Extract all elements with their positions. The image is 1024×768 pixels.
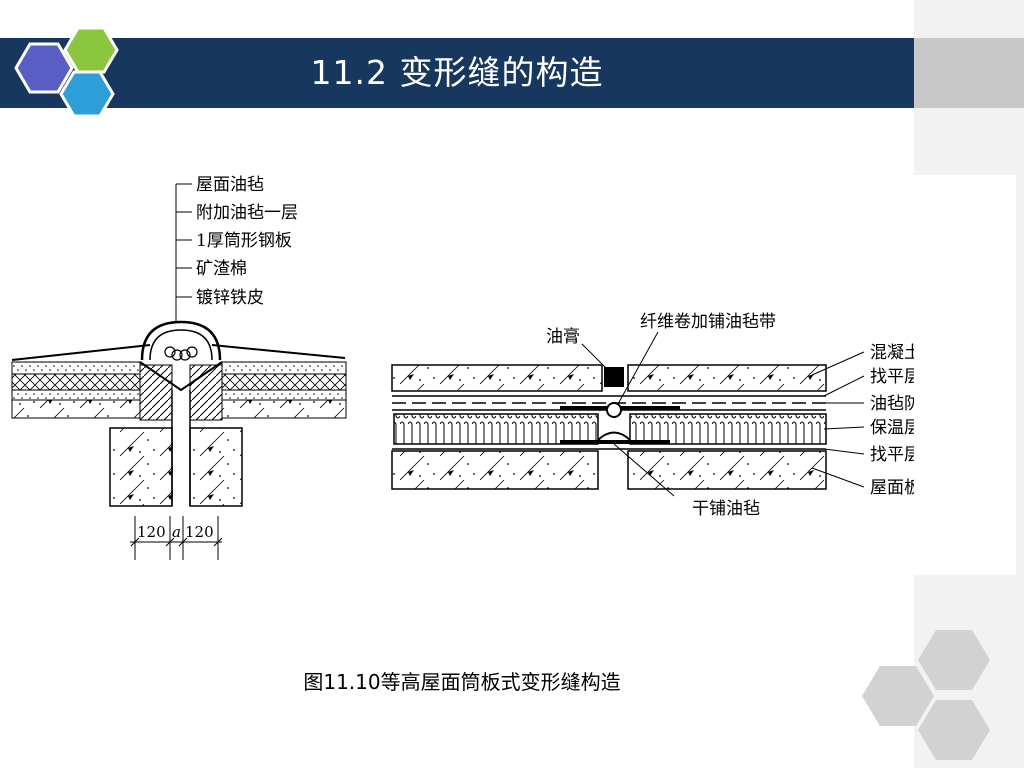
left-roof-surface: [11, 344, 346, 361]
label-concrete-topping: 混凝土面层: [870, 343, 914, 363]
dim-120-right: 120: [185, 523, 214, 541]
hex-grey-3: [918, 700, 990, 760]
hex-grey-1: [918, 630, 990, 690]
title-bar-accent: [914, 38, 1024, 108]
decor-hexagons: [862, 630, 990, 760]
right-roof-slab: [391, 450, 599, 490]
hex-blue: [59, 70, 115, 118]
logo-hexagons: [14, 26, 119, 118]
label-screed: 找平层: [870, 367, 914, 387]
label-galvanized-sheet: 镀锌铁皮: [196, 288, 264, 308]
left-cover-arc: [140, 320, 222, 361]
left-roof-slab: [11, 399, 141, 419]
right-diagram: 油膏 纤维卷加铺油毡带 干铺油毡 混凝土面层 找平层 油毡防水层 保温层 找平层…: [391, 312, 914, 519]
left-wall-right: [189, 427, 243, 507]
left-insulation-layer: [11, 373, 141, 391]
label-insulation: 保温层: [870, 418, 914, 438]
label-roof-slab: 屋面板: [870, 478, 914, 498]
title-bar: [0, 38, 914, 108]
hex-green: [63, 26, 119, 74]
dim-a: a: [172, 523, 181, 541]
label-extra-felt: 附加油毡一层: [196, 203, 298, 223]
expansion-joint-diagrams: 屋面油毡 附加油毡一层 1厚筒形钢板 矿渣棉 镀锌铁皮 120 a 120: [11, 175, 914, 560]
right-insulation: [393, 413, 599, 445]
label-screed-vapor-barrier: 找平层及隔汽层: [870, 445, 914, 465]
label-mastic: 油膏: [546, 326, 580, 347]
left-slag-wool: [164, 346, 198, 361]
right-mastic: [604, 367, 624, 387]
label-steel-plate: 1厚筒形钢板: [196, 231, 292, 251]
slide-title: 11.2 变形缝的构造: [310, 53, 604, 92]
left-diagram: 屋面油毡 附加油毡一层 1厚筒形钢板 矿渣棉 镀锌铁皮 120 a 120: [11, 175, 347, 560]
right-fiber-roll: [606, 402, 622, 418]
label-dry-felt: 干铺油毡: [692, 499, 760, 519]
label-fiber-felt-strip: 纤维卷加铺油毡带: [640, 312, 776, 332]
left-screed-layer: [11, 389, 141, 401]
right-concrete-topping: [391, 364, 603, 392]
figure-caption: 图11.10等高屋面筒板式变形缝构造: [303, 670, 621, 694]
hex-purple: [14, 42, 74, 94]
label-roof-felt: 屋面油毡: [196, 175, 264, 195]
left-wall-left: [109, 427, 173, 507]
left-dot-layer: [11, 361, 141, 375]
side-panel-inset: [914, 175, 1016, 575]
label-slag-wool: 矿渣棉: [196, 259, 247, 279]
hex-grey-2: [862, 666, 934, 726]
dim-120-left: 120: [137, 523, 166, 541]
label-felt-waterproofing: 油毡防水层: [870, 394, 914, 414]
